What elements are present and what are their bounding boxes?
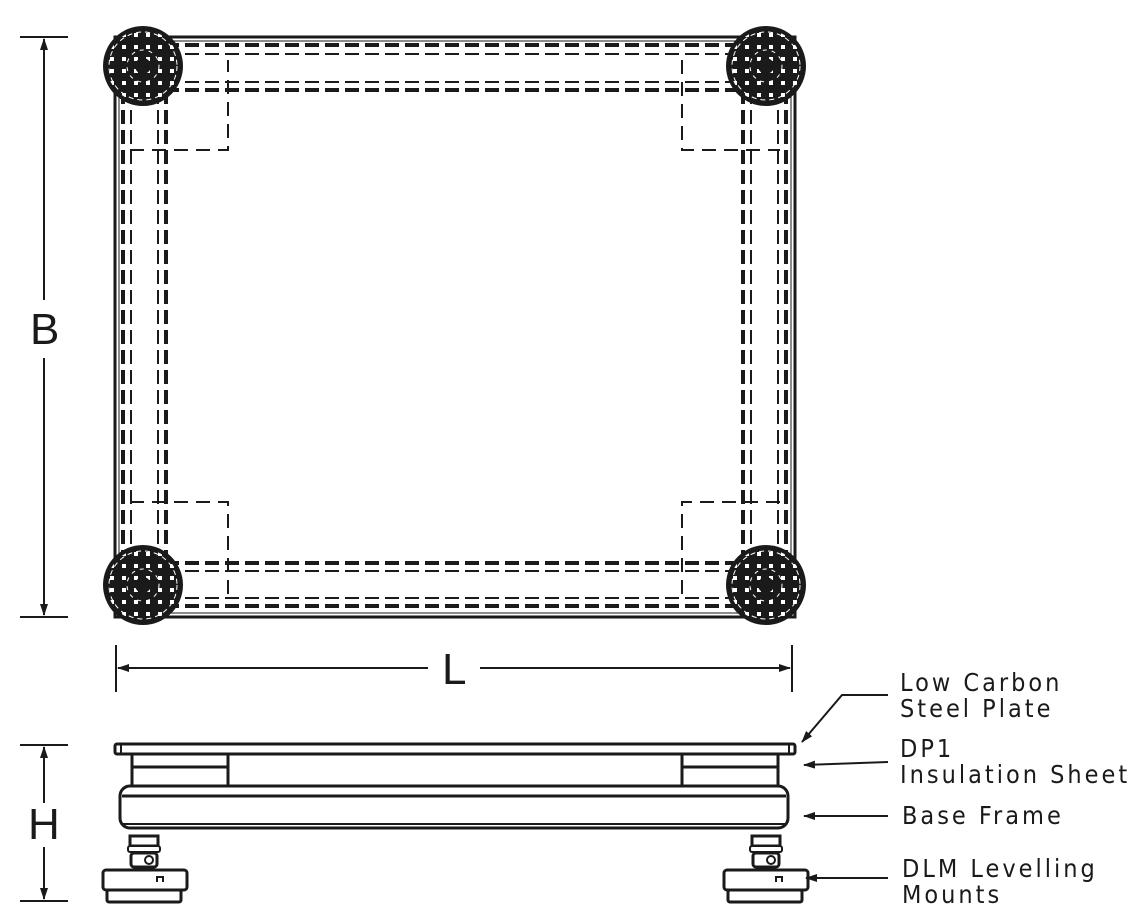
steel-plate-side: [113, 742, 797, 756]
base-frame-side: [118, 784, 790, 830]
dimension-h-label: H: [28, 800, 60, 849]
callout-steel-plate-line-1: Low Carbon: [900, 668, 1063, 697]
levelling-mount-pad-bottom-left: [102, 544, 184, 626]
levelling-mount-left: [101, 834, 189, 904]
insulation-sheet-left: [130, 752, 230, 788]
callout-base-frame-line-1: Base Frame: [902, 801, 1064, 830]
dimension-b-label: B: [30, 305, 60, 354]
hidden-beam-lines: [121, 43, 788, 608]
dimension-l: [115, 645, 793, 692]
levelling-mount-pad-top-left: [102, 25, 184, 107]
insulation-sheet-right: [680, 752, 780, 788]
levelling-mount-pad-bottom-right: [725, 544, 807, 626]
insulation-pad-outlines: [130, 60, 780, 594]
dimension-b: [20, 36, 68, 618]
dimension-h: [20, 744, 68, 902]
callout-insulation-sheet-line-2: Insulation Sheet: [900, 760, 1129, 789]
callout-leaders: [801, 694, 889, 882]
callout-steel-plate: Low Carbon Steel Plate: [900, 670, 1062, 722]
levelling-mount-right: [722, 834, 810, 904]
dimension-l-label: L: [442, 645, 467, 694]
callout-insulation-sheet-line-1: DP1: [900, 734, 955, 763]
plate-outline: [113, 35, 797, 619]
callout-levelling-mounts-line-2: Mounts: [902, 880, 1003, 909]
callout-levelling-mounts: DLM Levelling Mounts: [902, 856, 1098, 908]
callout-base-frame: Base Frame: [902, 803, 1064, 829]
levelling-mount-pad-top-right: [725, 25, 807, 107]
callout-levelling-mounts-line-1: DLM Levelling: [902, 854, 1098, 883]
side-elevation: [101, 742, 810, 904]
callout-insulation-sheet: DP1 Insulation Sheet: [900, 736, 1129, 788]
plan-view: [20, 25, 807, 692]
callout-steel-plate-line-2: Steel Plate: [900, 694, 1054, 723]
